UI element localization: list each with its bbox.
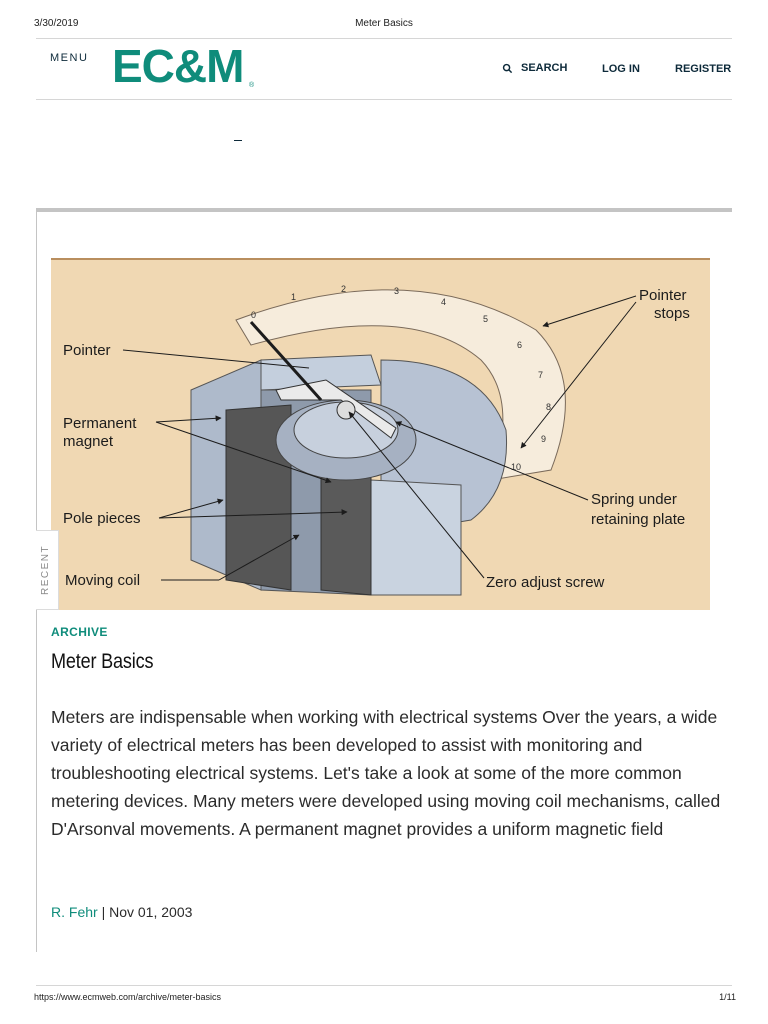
scale-number: 2 xyxy=(341,284,346,294)
scale-number: 10 xyxy=(511,462,521,472)
scale-number: 0 xyxy=(251,310,256,320)
print-url: https://www.ecmweb.com/archive/meter-bas… xyxy=(34,992,222,1002)
registered-mark: ® xyxy=(249,82,255,89)
footer-divider xyxy=(36,985,732,986)
label-moving-coil: Moving coil xyxy=(65,572,140,589)
print-title: Meter Basics xyxy=(355,18,413,29)
scale-number: 1 xyxy=(291,292,296,302)
divider xyxy=(36,38,732,39)
menu-button[interactable]: MENU xyxy=(50,52,89,64)
scale-number: 5 xyxy=(483,314,488,324)
article-category[interactable]: ARCHIVE xyxy=(51,625,108,639)
header-divider xyxy=(36,99,732,100)
recent-label: RECENT xyxy=(40,544,51,595)
byline-separator: | xyxy=(97,904,110,920)
label-zero-adjust-screw: Zero adjust screw xyxy=(486,574,605,591)
dial-scale-numbers: 0 1 2 3 4 5 6 7 8 9 10 xyxy=(251,284,551,472)
print-date: 3/30/2019 xyxy=(34,18,79,29)
search-label: SEARCH xyxy=(521,62,568,74)
label-spring: Spring under xyxy=(591,491,677,508)
hero-image-meter-movement: 0 1 2 3 4 5 6 7 8 9 10 Pointer Pointer s… xyxy=(51,258,710,610)
meter-movement-illustration: 0 1 2 3 4 5 6 7 8 9 10 Pointer Pointer s… xyxy=(63,284,690,596)
label-pointer-stops-2: stops xyxy=(654,305,690,322)
recent-tab[interactable]: RECENT xyxy=(36,530,59,610)
article-title: Meter Basics xyxy=(51,650,154,673)
label-pointer-stops: Pointer xyxy=(639,287,687,304)
content-top-border xyxy=(36,208,732,212)
publish-date: Nov 01, 2003 xyxy=(109,904,193,920)
scale-number: 4 xyxy=(441,297,446,307)
label-permanent-magnet: Permanent xyxy=(63,415,137,432)
scale-number: 6 xyxy=(517,340,522,350)
scale-number: 9 xyxy=(541,434,546,444)
label-permanent-magnet-2: magnet xyxy=(63,433,114,450)
search-button[interactable]: SEARCH xyxy=(502,62,567,74)
label-pointer: Pointer xyxy=(63,342,111,359)
login-button[interactable]: LOG IN xyxy=(602,63,640,75)
scale-number: 3 xyxy=(394,286,399,296)
scale-number: 7 xyxy=(538,370,543,380)
site-logo[interactable]: EC&M xyxy=(112,40,244,92)
register-button[interactable]: REGISTER xyxy=(675,63,732,75)
search-icon xyxy=(502,63,513,73)
label-spring-2: retaining plate xyxy=(591,511,685,528)
byline: R. Fehr | Nov 01, 2003 xyxy=(51,904,192,920)
article-summary: Meters are indispensable when working wi… xyxy=(51,707,721,839)
placeholder-dash xyxy=(234,140,242,141)
page-number: 1/11 xyxy=(719,992,736,1002)
scale-number: 8 xyxy=(546,402,551,412)
author-link[interactable]: R. Fehr xyxy=(51,904,98,920)
label-pole-pieces: Pole pieces xyxy=(63,510,141,527)
